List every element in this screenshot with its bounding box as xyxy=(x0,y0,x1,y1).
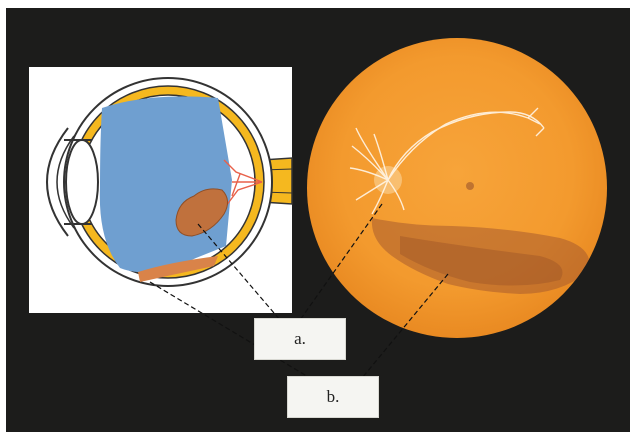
label-a: a. xyxy=(254,318,346,360)
vitreous-body xyxy=(100,96,232,272)
fundus-disc xyxy=(307,38,607,338)
macula xyxy=(466,182,474,190)
eye-cross-section-diagram xyxy=(29,67,292,313)
label-b: b. xyxy=(287,376,379,418)
lens xyxy=(66,140,98,224)
retinal-fundus-photograph xyxy=(307,38,607,338)
